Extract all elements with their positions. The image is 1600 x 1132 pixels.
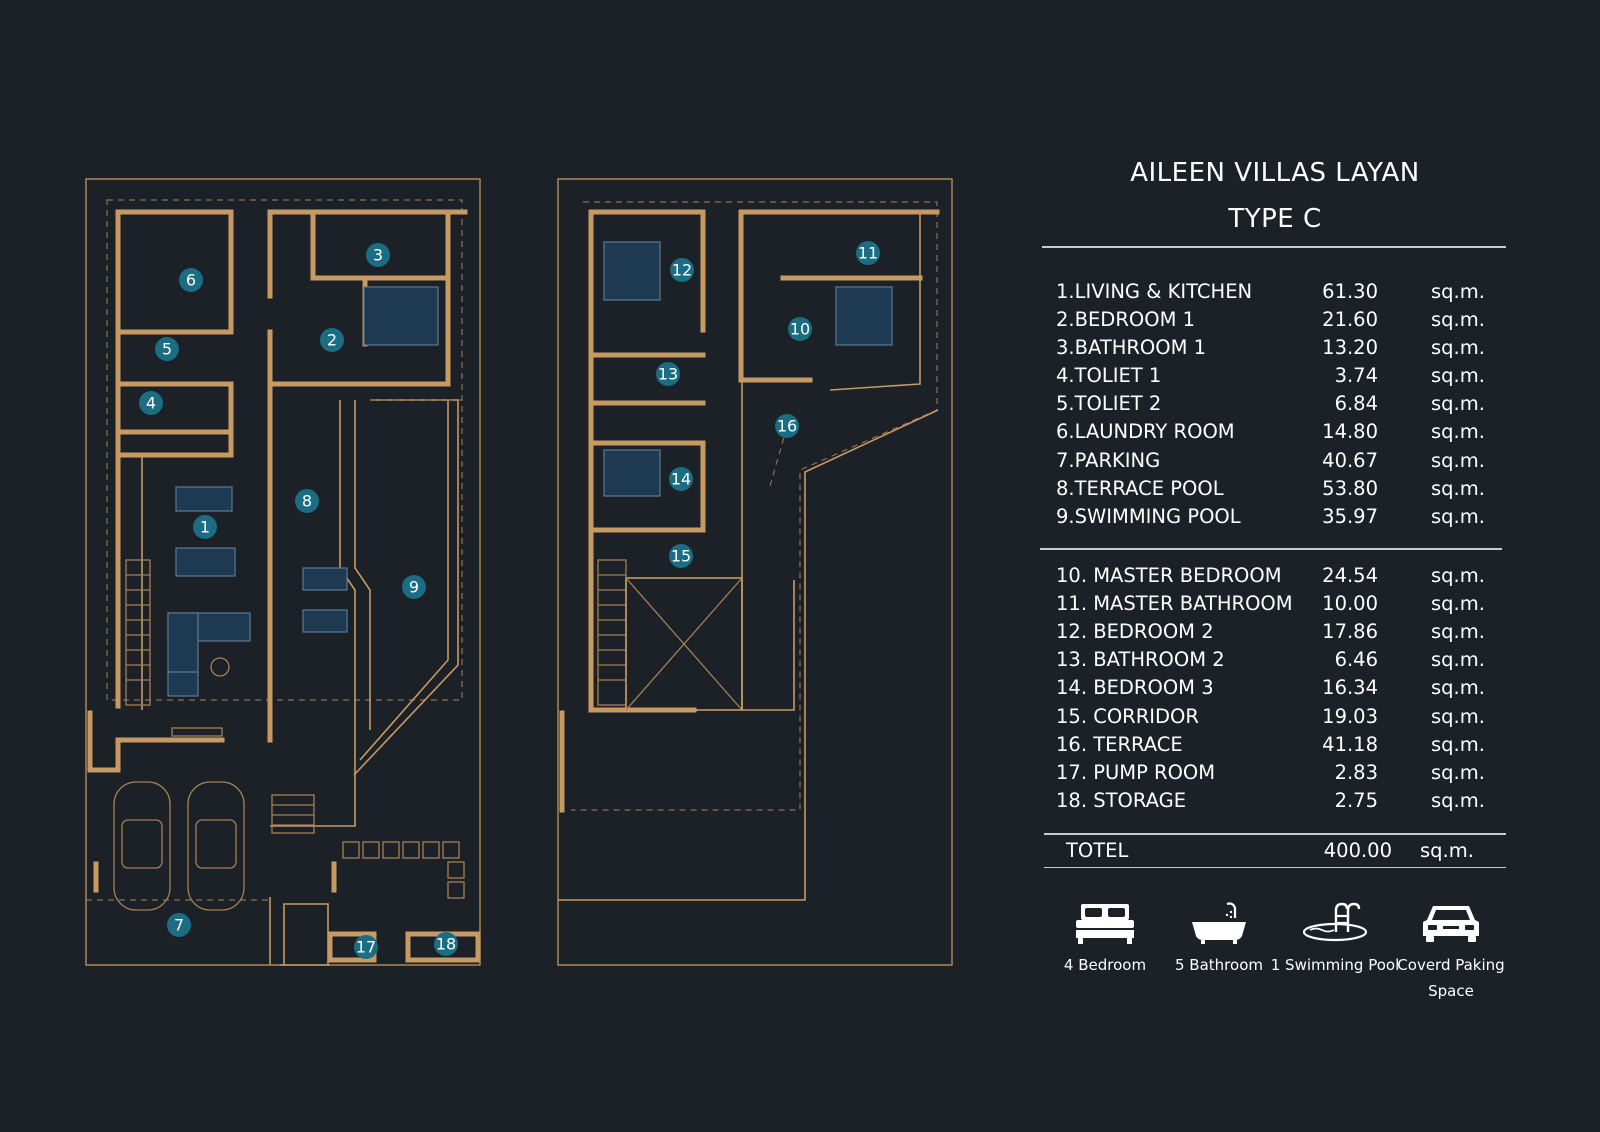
svg-text:5: 5 — [162, 340, 172, 359]
feature-bathrooms: 5 Bathroom — [1154, 900, 1284, 978]
upper-floor-plan — [557, 178, 953, 966]
svg-text:6: 6 — [186, 271, 196, 290]
section-divider — [1040, 548, 1502, 550]
bed-icon — [1076, 904, 1134, 944]
feature-icons: 4 Bedroom 5 Bathroom 1 Swimming Pool — [1040, 900, 1520, 1010]
total-divider-bottom — [1044, 866, 1506, 869]
room-marker-6: 6 — [179, 268, 203, 292]
parking-cars — [113, 781, 245, 911]
svg-text:2: 2 — [327, 331, 337, 350]
feature-label: 4 Bedroom — [1063, 956, 1147, 974]
svg-text:9: 9 — [409, 578, 419, 597]
room-marker-4: 4 — [139, 391, 163, 415]
feature-pool: 1 Swimming Pool — [1270, 900, 1400, 978]
room-marker-16: 16 — [775, 414, 799, 438]
svg-text:1: 1 — [200, 518, 210, 537]
feature-label: Coverd Paking Space — [1397, 956, 1505, 1000]
svg-text:8: 8 — [302, 492, 312, 511]
swimming-pool-icon — [1302, 902, 1368, 942]
room-markers: 1 2 3 4 5 6 7 8 9 10 11 12 13 14 15 16 1… — [139, 241, 880, 959]
room-marker-12: 12 — [670, 258, 694, 282]
paving-tiles — [342, 841, 465, 899]
svg-text:15: 15 — [671, 547, 691, 566]
svg-text:13: 13 — [658, 365, 678, 384]
room-marker-15: 15 — [669, 544, 693, 568]
feature-label: 1 Swimming Pool — [1270, 956, 1400, 974]
feature-parking: Coverd Paking Space — [1386, 900, 1516, 1004]
unit-type-title: TYPE C — [1228, 204, 1322, 234]
svg-text:3: 3 — [373, 246, 383, 265]
svg-text:18: 18 — [436, 935, 456, 954]
ground-floor-plan — [85, 178, 481, 966]
room-marker-2: 2 — [320, 328, 344, 352]
svg-text:17: 17 — [356, 938, 376, 957]
svg-text:4: 4 — [146, 394, 156, 413]
room-marker-14: 14 — [669, 467, 693, 491]
room-marker-10: 10 — [788, 317, 812, 341]
feature-label: 5 Bathroom — [1175, 956, 1263, 974]
floor-plans: .lot { fill:none; stroke:#b88c5a; stroke… — [85, 178, 953, 966]
room-marker-3: 3 — [366, 243, 390, 267]
svg-text:10: 10 — [790, 320, 810, 339]
title-divider — [1042, 246, 1506, 248]
svg-text:14: 14 — [671, 470, 691, 489]
area-schedule-panel: AILEEN VILLAS LAYAN TYPE C 1.LIVING & KI… — [1040, 150, 1510, 869]
svg-text:11: 11 — [858, 244, 878, 263]
room-marker-11: 11 — [856, 241, 880, 265]
room-marker-13: 13 — [656, 362, 680, 386]
total-divider-top — [1044, 833, 1506, 835]
ground-stairs — [125, 559, 315, 834]
svg-text:16: 16 — [777, 417, 797, 436]
room-marker-8: 8 — [295, 489, 319, 513]
svg-text:7: 7 — [174, 916, 184, 935]
car-icon — [1423, 906, 1479, 942]
room-marker-18: 18 — [434, 932, 458, 956]
room-marker-5: 5 — [155, 337, 179, 361]
svg-text:12: 12 — [672, 261, 692, 280]
feature-bedrooms: 4 Bedroom — [1040, 900, 1170, 978]
room-marker-7: 7 — [167, 913, 191, 937]
room-marker-9: 9 — [402, 575, 426, 599]
project-title: AILEEN VILLAS LAYAN — [1130, 158, 1420, 188]
room-marker-17: 17 — [354, 935, 378, 959]
bathtub-icon — [1192, 902, 1246, 944]
total-row: TOTEL 400.00 sq.m. — [1066, 838, 1474, 862]
room-marker-1: 1 — [193, 515, 217, 539]
upper-stairs — [597, 559, 743, 711]
